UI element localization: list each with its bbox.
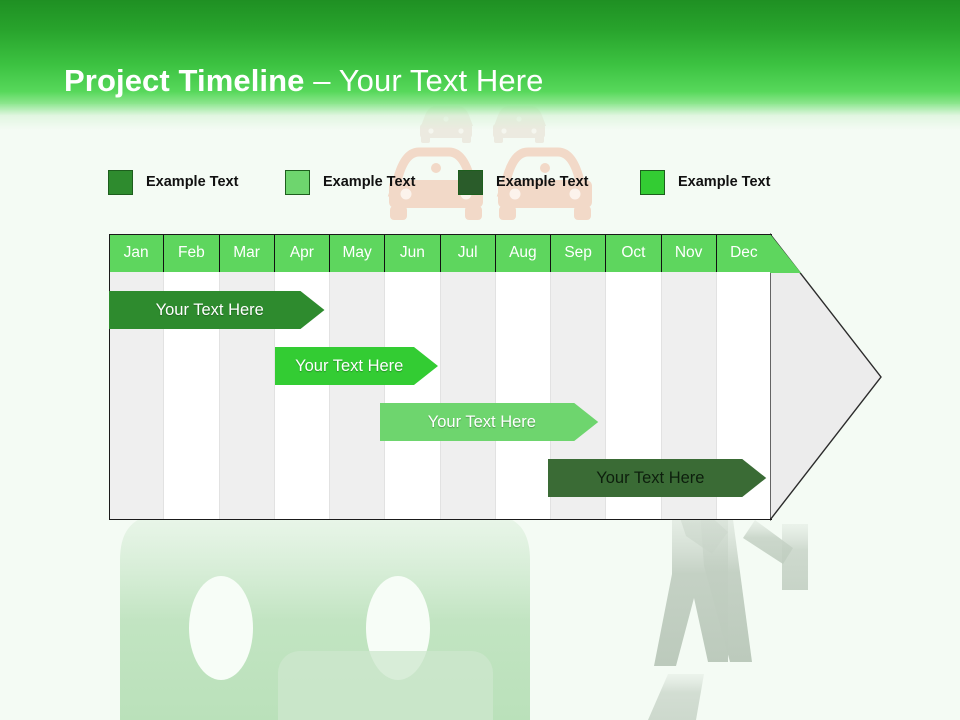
page-title-bold: Project Timeline <box>64 63 305 98</box>
month-header-sep[interactable]: Sep <box>551 234 607 272</box>
legend-item-1[interactable]: Example Text <box>108 168 238 196</box>
month-column-jun: Jun <box>385 234 441 520</box>
person-walking-silhouette <box>648 504 808 720</box>
month-header-dec[interactable]: Dec <box>716 234 772 272</box>
legend-item-3[interactable]: Example Text <box>458 168 588 196</box>
task-bar-shape <box>109 291 325 329</box>
month-header-jun[interactable]: Jun <box>385 234 441 272</box>
month-header-aug[interactable]: Aug <box>495 234 551 272</box>
timeline-arrowhead <box>770 233 882 521</box>
task-bar-1[interactable]: Your Text Here <box>109 291 325 329</box>
legend-label-2: Example Text <box>323 174 416 190</box>
column-divider <box>329 272 330 520</box>
task-bar-label: Your Text Here <box>596 468 705 487</box>
legend-label-1: Example Text <box>146 174 239 190</box>
month-column-may: May <box>330 234 386 520</box>
month-column-feb: Feb <box>164 234 220 520</box>
task-bar-shape <box>274 347 438 385</box>
car-icon-background-large <box>120 515 530 720</box>
column-divider <box>218 272 220 520</box>
column-divider <box>273 272 275 520</box>
month-column-mar: Mar <box>219 234 275 520</box>
month-header-feb[interactable]: Feb <box>164 234 220 272</box>
column-divider <box>715 272 717 520</box>
page-title-separator: – <box>304 63 339 98</box>
month-column-stripe <box>440 272 496 520</box>
month-header-oct[interactable]: Oct <box>606 234 662 272</box>
task-bar-label: Your Text Here <box>155 300 264 319</box>
column-divider <box>660 272 662 520</box>
month-header-mar[interactable]: Mar <box>219 234 275 272</box>
month-header-apr[interactable]: Apr <box>274 234 330 272</box>
legend-label-3: Example Text <box>496 174 589 190</box>
task-bar-label: Your Text Here <box>295 356 404 375</box>
task-bar-3[interactable]: Your Text Here <box>379 403 598 441</box>
legend: Example Text Example Text Example Text E… <box>108 168 868 198</box>
month-column-aug: Aug <box>495 234 551 520</box>
month-column-stripe <box>495 272 551 520</box>
task-bar-4[interactable]: Your Text Here <box>548 459 767 497</box>
column-divider <box>163 272 165 520</box>
header-banner <box>0 0 960 104</box>
column-divider <box>605 272 607 520</box>
page-title-rest: Your Text Here <box>338 63 544 98</box>
legend-item-4[interactable]: Example Text <box>640 168 770 196</box>
month-header-jul[interactable]: Jul <box>440 234 496 272</box>
column-divider <box>550 272 551 520</box>
month-column-stripe <box>330 272 386 520</box>
column-divider <box>494 272 496 520</box>
month-header-may[interactable]: May <box>330 234 386 272</box>
header-banner-fade <box>0 104 960 130</box>
month-column-jul: Jul <box>440 234 496 520</box>
column-divider <box>439 272 441 520</box>
task-bar-shape <box>548 459 767 497</box>
month-column-jan: Jan <box>109 234 165 520</box>
legend-label-4: Example Text <box>678 174 771 190</box>
car-icon-large-right <box>496 147 592 220</box>
page-title: Project Timeline – Your Text Here <box>64 60 543 102</box>
month-header-nov[interactable]: Nov <box>661 234 717 272</box>
task-bar-shape <box>379 403 598 441</box>
legend-swatch-4 <box>640 169 665 195</box>
column-divider <box>384 272 386 520</box>
task-bar-2[interactable]: Your Text Here <box>274 347 438 385</box>
legend-swatch-3 <box>458 169 483 195</box>
task-bar-label: Your Text Here <box>427 412 536 431</box>
month-column-stripe <box>385 272 441 520</box>
legend-item-2[interactable]: Example Text <box>285 168 415 196</box>
month-header-jan[interactable]: Jan <box>109 234 165 272</box>
legend-swatch-1 <box>108 169 133 195</box>
legend-swatch-2 <box>285 169 310 195</box>
